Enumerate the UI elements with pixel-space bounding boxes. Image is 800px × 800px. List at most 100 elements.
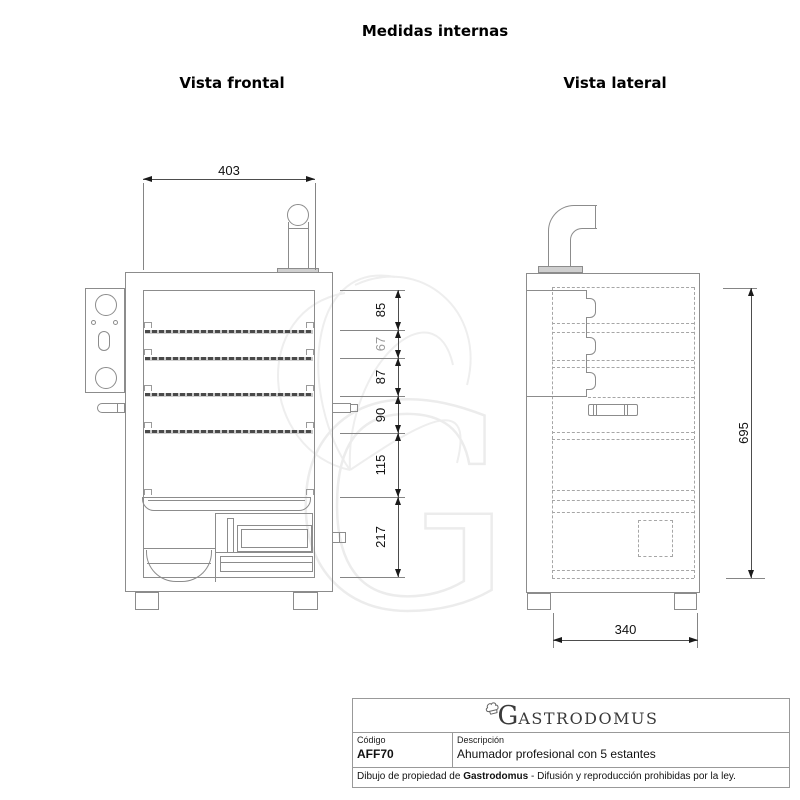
description-label: Descripción	[457, 735, 505, 745]
hidden-line	[552, 432, 694, 433]
shelf-line	[145, 393, 313, 397]
legal-suffix: - Difusión y reproducción prohibidas por…	[528, 771, 736, 782]
chimney-pipe	[288, 222, 309, 269]
extension-line	[340, 396, 405, 397]
legal-notice: Dibujo de propiedad de Gastrodomus - Dif…	[357, 771, 787, 782]
legal-prefix: Dibujo de propiedad de	[357, 771, 464, 782]
handle-post	[593, 405, 594, 415]
extension-line	[726, 578, 765, 579]
shelf-rail-bracket	[306, 422, 314, 428]
dimension-line-depth	[553, 640, 698, 641]
arrow-down-icon	[395, 350, 401, 358]
title-block-cell-divider	[452, 732, 453, 767]
shelf-line	[145, 430, 313, 434]
shelf-rail-bracket	[144, 489, 152, 495]
extension-line	[697, 613, 698, 648]
left-handle	[97, 403, 125, 413]
hidden-line	[552, 287, 694, 288]
chef-hat-icon	[484, 701, 502, 721]
extension-line	[340, 330, 405, 331]
arrow-down-icon	[395, 489, 401, 497]
front-foot-left	[135, 592, 159, 610]
hidden-line	[552, 439, 694, 440]
side-chimney-flange	[538, 266, 583, 273]
shelf-rail-bracket	[306, 349, 314, 355]
extension-line	[340, 577, 405, 578]
extension-line	[143, 183, 144, 270]
shelf-rail-bracket	[144, 422, 152, 428]
arrow-up-icon	[748, 288, 754, 296]
shelf-line	[145, 357, 313, 361]
hidden-line-vertical	[694, 287, 695, 578]
left-handle-cap	[117, 404, 118, 412]
hidden-line	[552, 570, 694, 571]
chimney-cap	[287, 204, 309, 226]
arrow-up-icon	[395, 358, 401, 366]
dimension-line-width	[143, 179, 315, 180]
shelf-rail-bracket	[144, 385, 152, 391]
dimension-line-height	[751, 288, 752, 578]
arrow-up-icon	[395, 290, 401, 298]
arrow-left-icon	[553, 637, 562, 643]
side-foot-right	[674, 593, 697, 610]
indicator-light-right-icon	[113, 320, 118, 325]
brand-name: ASTRODOMUS	[518, 709, 659, 728]
arrow-down-icon	[395, 425, 401, 433]
door-hinge	[586, 298, 596, 318]
front-view-label: Vista frontal	[179, 74, 285, 92]
code-value: AFF70	[357, 747, 394, 761]
chimney-pipe-joint	[289, 228, 308, 229]
arrow-down-icon	[395, 569, 401, 577]
extension-line	[340, 290, 405, 291]
shelf-rail-bracket	[144, 349, 152, 355]
water-pan-level-line	[147, 563, 211, 564]
shelf-rail-bracket	[306, 489, 314, 495]
arrow-right-icon	[306, 176, 315, 182]
wood-chip-box-inner2	[241, 529, 308, 548]
toggle-switch-icon	[98, 331, 110, 351]
hidden-line	[552, 512, 694, 513]
page-title: Medidas internas	[361, 22, 509, 40]
arrow-up-icon	[395, 497, 401, 505]
extension-line	[340, 358, 405, 359]
extension-line	[315, 183, 316, 270]
hidden-line	[552, 578, 694, 579]
chimney-elbow-endcap	[595, 205, 596, 229]
hidden-line	[588, 397, 694, 398]
arrow-up-icon	[395, 396, 401, 404]
right-hinge-divider	[339, 532, 340, 543]
brand-initial: G	[497, 701, 519, 731]
hidden-line	[552, 360, 694, 361]
extension-line	[340, 497, 405, 498]
brand-logo: GASTRODOMUS	[352, 701, 790, 731]
hidden-line	[552, 490, 694, 491]
side-view-label: Vista lateral	[563, 74, 667, 92]
handle-post	[596, 405, 597, 415]
title-block-border	[352, 698, 790, 788]
front-foot-right	[293, 592, 318, 610]
timer-knob-icon	[95, 367, 117, 389]
side-door-handle	[588, 404, 638, 416]
dim-width-value: 403	[218, 163, 240, 178]
legal-brand: Gastrodomus	[463, 771, 529, 782]
arrow-down-icon	[395, 388, 401, 396]
arrow-down-icon	[748, 570, 754, 578]
handle-post	[627, 405, 628, 415]
hidden-line	[552, 367, 694, 368]
side-cabinet-outline	[526, 273, 700, 593]
extension-line	[723, 288, 757, 289]
chimney-elbow-outer	[548, 205, 597, 267]
description-value: Ahumador profesional con 5 estantes	[457, 747, 656, 761]
side-foot-left	[527, 593, 551, 610]
extension-line	[340, 433, 405, 434]
arrow-left-icon	[143, 176, 152, 182]
hidden-line	[552, 323, 694, 324]
handle-post	[624, 405, 625, 415]
ash-drawer-line	[221, 562, 312, 563]
dim-depth-value: 340	[614, 622, 637, 637]
